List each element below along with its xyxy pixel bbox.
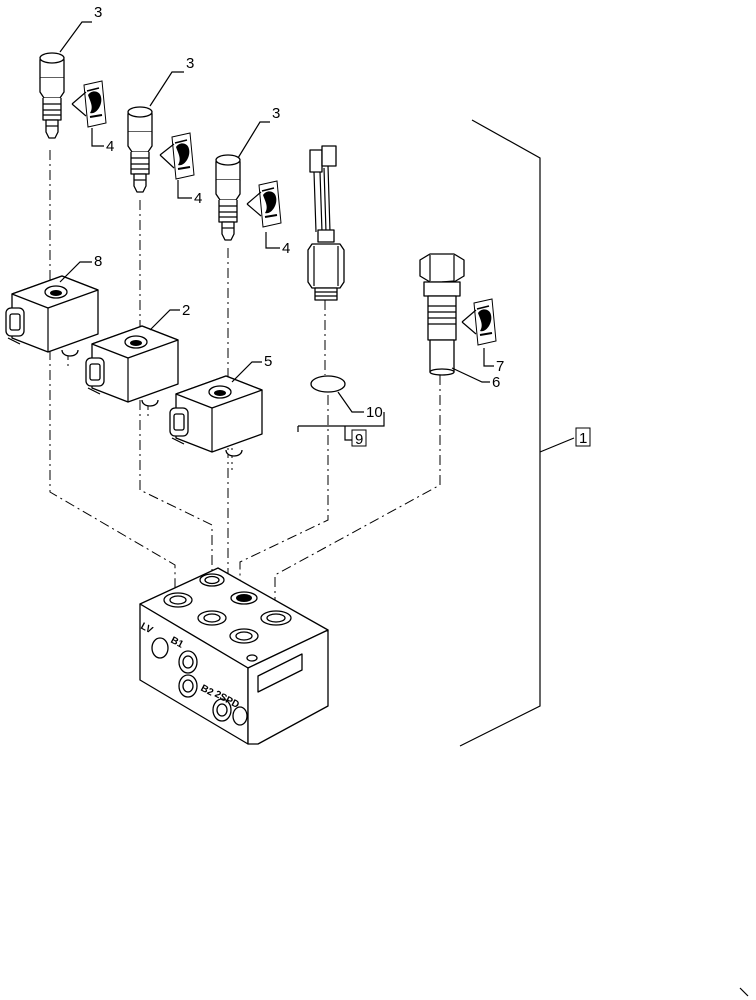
port-label-b2: B2 xyxy=(199,683,216,699)
callout-1: 1 xyxy=(579,430,587,447)
plug xyxy=(419,253,465,376)
leader-lines xyxy=(59,21,494,413)
callout-4: 4 xyxy=(194,190,202,207)
callout-10: 10 xyxy=(366,404,383,421)
callout-7: 7 xyxy=(496,358,504,375)
corner-mark xyxy=(739,987,749,997)
thread-locker-tube-icon xyxy=(71,80,107,128)
callout-6: 6 xyxy=(492,374,500,391)
callout-3: 3 xyxy=(272,105,280,122)
assembly-bracket xyxy=(459,119,575,747)
callout-3: 3 xyxy=(94,4,102,21)
o-ring xyxy=(310,375,346,393)
callouts: 3 3 3 4 4 4 8 2 5 7 6 10 9 1 xyxy=(94,4,591,448)
callout-9: 9 xyxy=(355,431,363,448)
thread-locker-tube-icon xyxy=(246,180,282,228)
port-label-lv: LV xyxy=(139,621,155,637)
port-label-b1: B1 xyxy=(169,635,186,651)
kit-bracket xyxy=(297,412,385,441)
solenoid-coil-8 xyxy=(5,275,99,357)
solenoid-coil-2 xyxy=(85,325,179,407)
solenoid-coil-5 xyxy=(169,375,263,457)
cartridge-valve-1 xyxy=(39,52,65,139)
callout-2: 2 xyxy=(182,302,190,319)
cartridge-valve-3 xyxy=(215,154,241,241)
callout-4: 4 xyxy=(282,240,290,257)
thread-locker-tube-icon xyxy=(159,132,195,180)
valve-manifold-block: LV B1 B2 2SPD xyxy=(139,567,329,745)
pressure-switch xyxy=(307,145,345,301)
callout-8: 8 xyxy=(94,253,102,270)
callout-3: 3 xyxy=(186,55,194,72)
callout-4: 4 xyxy=(106,138,114,155)
callout-5: 5 xyxy=(264,353,272,370)
thread-locker-tube-icon xyxy=(461,298,497,346)
cartridge-valve-2 xyxy=(127,106,153,193)
